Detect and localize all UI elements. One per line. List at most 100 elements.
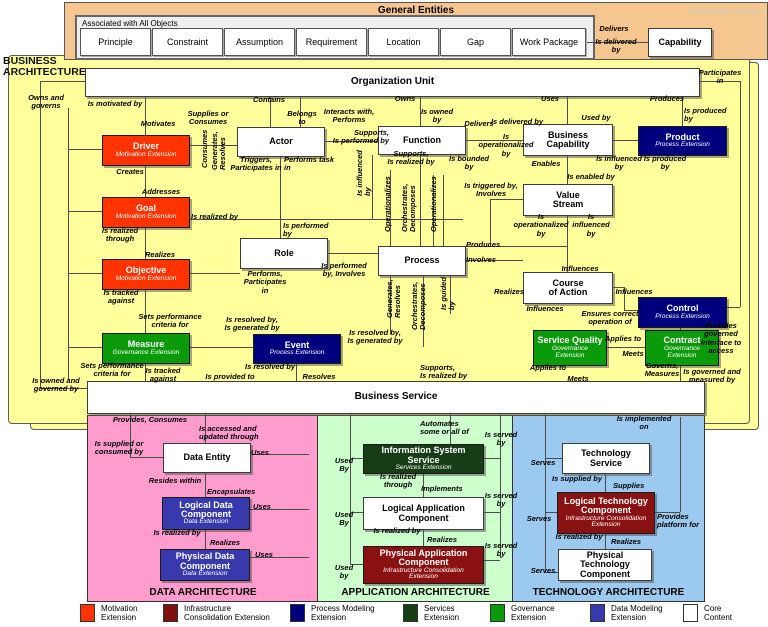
relationship-label: Is owned by: [420, 107, 454, 125]
entity-title: Business Capability: [546, 129, 590, 149]
relationship-label: Interacts with, Performs: [323, 107, 375, 125]
entity-business-service: Business Service: [87, 381, 705, 414]
connector-line: [653, 512, 680, 513]
entity-subtitle: Governance Extension: [112, 348, 180, 356]
relationship-label: Owns and governs: [28, 93, 64, 111]
connector-line: [605, 532, 606, 549]
relationship-label: Meets: [567, 374, 589, 383]
relationship-label: Is realized by: [373, 526, 421, 535]
relationship-label: Is delivered by: [490, 117, 544, 126]
connector-line: [545, 458, 562, 459]
connector-line: [611, 140, 638, 141]
connector-line: [68, 108, 69, 380]
relationship-label: Is implemented on: [616, 414, 672, 432]
relationship-label: Sets performance criteria for: [138, 312, 202, 330]
legend-item-5: Data Modeling Extension: [590, 604, 720, 624]
relationship-label: Is motivated by: [87, 99, 143, 108]
relationship-label: Is produced by: [643, 154, 687, 172]
connector-line: [443, 175, 444, 246]
connector-line: [585, 42, 648, 43]
relationship-label: Is influenced by: [572, 212, 610, 238]
section-title: TECHNOLOGY ARCHITECTURE: [532, 587, 685, 598]
connector-line: [68, 347, 102, 348]
relationship-label: Consumes: [200, 129, 209, 168]
entity-subtitle: Governance Extension: [664, 344, 700, 359]
relationship-label: Produces: [466, 240, 501, 249]
connector-line: [682, 95, 683, 126]
copyright-text: © The Open Group: [688, 6, 761, 16]
entity-title: Information System Service: [381, 445, 466, 465]
entity-process: Process: [378, 246, 466, 276]
connector-line: [350, 564, 363, 565]
relationship-label: Influences: [615, 287, 653, 296]
relationship-label: Enables: [531, 159, 561, 168]
relationship-label: Is resolved by, Is generated by: [224, 315, 280, 333]
relationship-label: Orchestrates, Decomposes: [400, 183, 418, 232]
relationship-label: Is owned and governed by: [32, 376, 80, 394]
entity-subtitle: Process Extension: [269, 349, 325, 357]
connector-line: [205, 528, 206, 549]
legend-swatch: [290, 604, 305, 622]
relationship-label: Is bounded by: [449, 154, 489, 172]
connector-line: [482, 458, 500, 459]
relationship-label: Supplies or Consumes: [187, 109, 229, 127]
relationship-label: Is enabled by: [567, 172, 615, 181]
relationship-label: Performs task in: [284, 155, 335, 173]
relationship-label: Provides platform for: [657, 512, 700, 530]
connector-line: [145, 288, 146, 333]
entity-title: Logical Data Component: [179, 499, 233, 520]
entity-title: Value Stream: [552, 189, 584, 209]
connector-line: [40, 81, 41, 388]
relationship-label: Realizes: [210, 538, 241, 547]
relationship-label: Is realized by: [555, 532, 603, 541]
connector-line: [68, 211, 102, 212]
entity-organization-unit: Organization Unit: [85, 68, 700, 97]
section-title: APPLICATION ARCHITECTURE: [341, 587, 490, 598]
relationship-label: Is produced by: [684, 106, 727, 124]
relationship-label: Serves: [530, 458, 556, 467]
connector-line: [350, 458, 363, 459]
relationship-label: Provides, Consumes: [112, 415, 188, 424]
connector-line: [450, 274, 451, 314]
connector-line: [350, 512, 363, 513]
relationship-label: Sets performance criteria for: [80, 361, 144, 379]
relationship-label: Is realized through: [101, 226, 139, 244]
connector-line: [725, 307, 740, 308]
entity-title: Physical Data Component: [175, 551, 235, 571]
relationship-label: Uses: [255, 550, 273, 559]
entity-title: Function: [403, 134, 441, 145]
entity-title: Control: [666, 303, 699, 314]
connector-line: [280, 155, 281, 238]
legend-label: Core Content: [704, 604, 733, 623]
relationship-label: Uses: [541, 94, 559, 103]
entity-title: Physical Technology Component: [580, 549, 630, 579]
general-entity-principle: Principle: [80, 28, 151, 56]
entity-subtitle: Motivation Extension: [115, 274, 177, 282]
legend-item-2: Process Modeling Extension: [290, 604, 420, 624]
entity-subtitle: Data Extension: [182, 569, 228, 577]
connector-line: [500, 412, 501, 558]
legend-label: Process Modeling Extension: [311, 604, 375, 623]
entity-value-stream: Value Stream: [523, 184, 613, 216]
relationship-label: Supports, Is performed by: [332, 128, 389, 146]
legend-swatch: [163, 604, 178, 622]
entity-title: Physical Application Component: [379, 547, 468, 568]
connector-line: [423, 472, 424, 497]
connector-line: [740, 81, 741, 307]
relationship-label: Is influenced by: [596, 154, 642, 172]
entity-title: Measure: [127, 339, 165, 350]
connector-line: [545, 572, 558, 573]
connector-line: [145, 362, 146, 381]
legend-swatch: [683, 604, 698, 622]
relationship-label: Addresses: [141, 187, 181, 196]
connector-line: [567, 214, 568, 272]
connector-line: [188, 273, 240, 274]
relationship-label: Used by: [581, 113, 611, 122]
